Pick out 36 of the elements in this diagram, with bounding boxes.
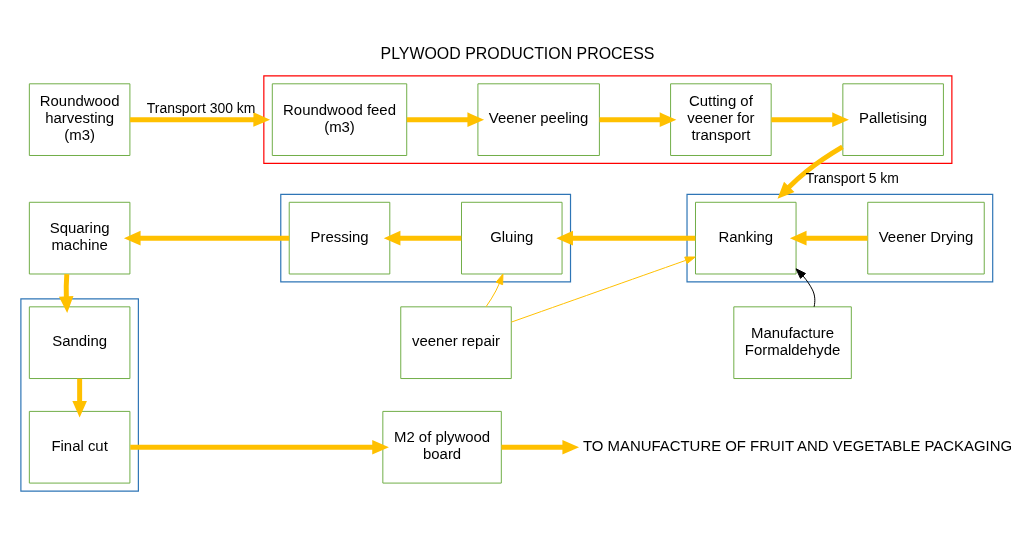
node-box: Ranking xyxy=(695,201,797,274)
node-box: Cutting of veener for transport xyxy=(670,82,772,156)
node-box: Veener Drying xyxy=(867,201,985,274)
edge-label: Transport 5 km xyxy=(805,169,899,186)
node-box: Final cut xyxy=(28,410,131,484)
arrow xyxy=(130,439,389,455)
arrow xyxy=(72,378,87,418)
node-box: veener repair xyxy=(400,305,512,379)
node-box: Squaring machine xyxy=(28,201,131,274)
edge-label: Transport 300 km xyxy=(146,99,256,116)
arrow xyxy=(771,111,849,127)
arrow xyxy=(599,111,677,127)
arrow xyxy=(510,256,696,323)
arrow xyxy=(789,230,868,245)
node-text: TO MANUFACTURE OF FRUIT AND VEGETABLE PACKAGING xyxy=(582,436,1013,454)
node-box: Sanding xyxy=(28,305,131,379)
node-box: Gluing xyxy=(461,201,563,274)
arrow xyxy=(58,273,74,313)
node-box: Roundwood feed (m3) xyxy=(271,82,408,156)
node-box: Roundwood harvesting (m3) xyxy=(28,82,131,156)
arrow xyxy=(485,273,504,307)
arrow xyxy=(130,111,271,127)
arrow xyxy=(795,267,816,307)
arrow xyxy=(777,144,844,199)
arrow xyxy=(501,439,580,455)
arrow xyxy=(406,111,485,127)
node-box: Manufacture Formaldehyde xyxy=(733,305,852,379)
arrow xyxy=(556,230,696,245)
arrow xyxy=(123,230,290,245)
node-box: Pressing xyxy=(288,201,391,274)
diagram-title: PLYWOOD PRODUCTION PROCESS xyxy=(380,44,655,62)
arrow xyxy=(383,230,462,245)
cluster xyxy=(263,74,953,164)
node-box: Palletising xyxy=(842,82,944,156)
node-box: Veener peeling xyxy=(477,82,600,156)
node-box: M2 of plywood board xyxy=(382,410,502,484)
